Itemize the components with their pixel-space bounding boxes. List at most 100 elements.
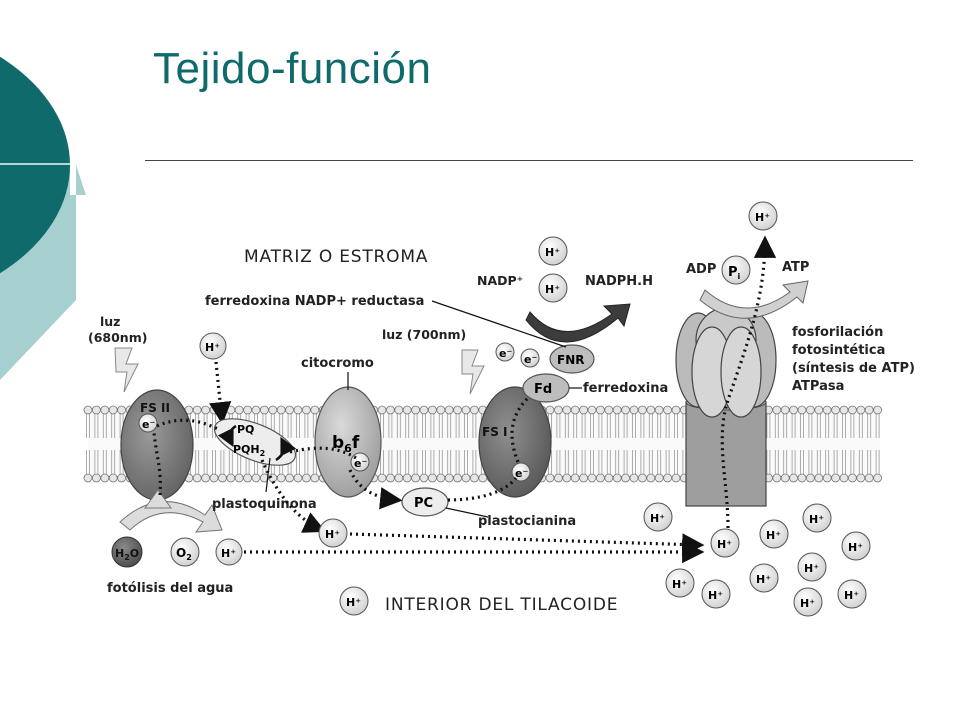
cytochrome-label: citocromo — [301, 356, 374, 371]
lipid-head — [310, 405, 320, 415]
lipid-head — [83, 405, 93, 415]
light-psii-label-line2: (680nm) — [88, 330, 147, 345]
slide-title: Tejido-función — [153, 44, 432, 93]
electron-psi-label: e⁻ — [515, 467, 528, 480]
fnr-enzyme — [549, 344, 595, 374]
lipid-head — [562, 473, 572, 483]
phosphate-molecule — [721, 255, 751, 285]
lipid-head — [377, 473, 387, 483]
proton-atp-top — [748, 201, 778, 231]
lipid-tail — [413, 410, 418, 438]
lipid-tail — [581, 450, 586, 478]
lipid-tail — [791, 410, 796, 438]
lipid-head — [814, 405, 824, 415]
photolysis-label: fotólisis del agua — [107, 581, 233, 596]
proton-lumen-label: H⁺ — [756, 573, 771, 586]
plastoquinone-label: plastoquinona — [212, 497, 317, 512]
lipid-head — [192, 473, 202, 483]
proton-lumen-label: H⁺ — [848, 541, 863, 554]
lipid-tail — [816, 450, 821, 478]
proton-photolysis — [215, 538, 243, 566]
lipid-head — [864, 405, 874, 415]
lipid-tail — [665, 410, 670, 438]
psi-label: FS I — [482, 425, 507, 439]
water-label: H2O — [115, 547, 139, 562]
lipid-tail — [833, 450, 838, 478]
lipid-head — [873, 405, 882, 415]
proton-lumen — [797, 552, 827, 582]
lipid-tail — [102, 410, 107, 438]
lipid-tail — [573, 450, 578, 478]
proton-lumen — [749, 563, 779, 593]
proton-stroma-pq-label: H⁺ — [205, 341, 220, 354]
lipid-head — [797, 405, 807, 415]
atp-synthase-label-1: fosforilación — [792, 325, 883, 340]
electron-path-water-psii — [152, 431, 162, 496]
lipid-tail — [674, 410, 678, 438]
lipid-head — [427, 405, 437, 415]
lipid-tail — [447, 450, 452, 478]
lipid-head — [554, 405, 563, 415]
lipid-head — [402, 405, 412, 415]
lipid-tail — [867, 410, 872, 438]
lipid-head — [654, 473, 664, 483]
proton-lumen-label: H⁺ — [844, 589, 859, 602]
lipid-head — [638, 473, 647, 483]
lipid-tail — [606, 410, 611, 438]
lipid-head — [394, 405, 404, 415]
electron-psii — [138, 413, 158, 433]
electron-fd-1 — [495, 342, 515, 362]
lipid-head — [772, 473, 782, 483]
light-psi-label: luz (700nm) — [382, 327, 466, 342]
lipid-tail — [296, 410, 300, 438]
lipid-head — [671, 473, 681, 483]
lipid-head — [444, 405, 454, 415]
title-underline — [145, 160, 913, 161]
lipid-tail — [430, 410, 435, 438]
proton-path-b6f-lumen — [349, 532, 705, 556]
lipid-tail — [783, 450, 788, 478]
lipid-tail — [833, 410, 838, 438]
proton-nadp-2-label: H⁺ — [545, 283, 560, 296]
lipid-tail — [858, 450, 863, 478]
lipid-head — [612, 473, 622, 483]
lipid-head — [402, 473, 412, 483]
lipid-tail — [94, 410, 99, 438]
lipid-tail — [388, 450, 393, 478]
lipid-head — [772, 405, 782, 415]
proton-lumen-label: H⁺ — [708, 589, 723, 602]
electron-path-psi-fd — [510, 394, 532, 463]
lipid-tail — [606, 450, 611, 478]
atp-synthase-stalk — [685, 401, 767, 507]
pqh2-label: PQH2 — [233, 443, 265, 458]
lipid-head — [780, 473, 790, 483]
lipid-head — [579, 473, 588, 483]
lipid-tail — [564, 450, 569, 478]
lipid-head — [554, 473, 563, 483]
lipid-tail — [455, 450, 460, 478]
lipid-head — [92, 473, 101, 483]
nadp-label: NADP⁺ — [477, 273, 523, 288]
proton-lumen-bottom-label: H⁺ — [346, 596, 361, 609]
lipid-head — [276, 473, 286, 483]
lipid-tail — [640, 450, 645, 478]
oxygen-label: O2 — [176, 546, 192, 562]
lipid-tail — [455, 410, 460, 438]
lipid-tail — [766, 450, 771, 478]
lipid-tail — [573, 410, 578, 438]
lipid-tail — [304, 450, 309, 478]
lipid-head — [856, 405, 866, 415]
lipid-head — [251, 405, 261, 415]
lipid-tail — [640, 410, 645, 438]
teal-divider-strip — [0, 163, 72, 165]
lipid-tail — [556, 410, 561, 438]
lipid-tail — [422, 450, 426, 478]
lipid-head — [444, 473, 454, 483]
pc-label: PC — [414, 496, 433, 511]
lipid-head — [419, 473, 429, 483]
lipid-head — [301, 405, 311, 415]
atp-synthase-label-3: (síntesis de ATP) — [792, 361, 915, 376]
proton-nadp-1-label: H⁺ — [545, 246, 560, 259]
lipid-tail — [388, 410, 393, 438]
lipid-tail — [766, 410, 771, 438]
